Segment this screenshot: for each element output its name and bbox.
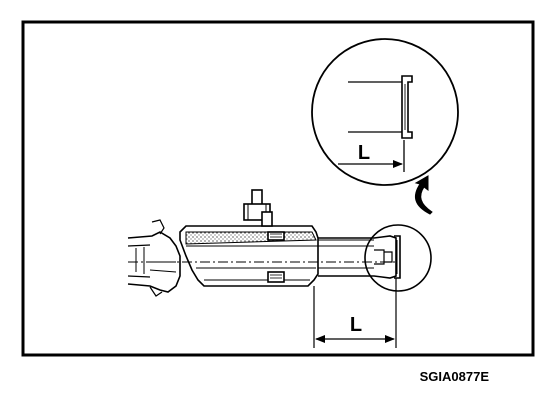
dimension-label-detail: L xyxy=(358,142,370,164)
top-bolt xyxy=(243,189,285,241)
detail-marker-circle xyxy=(364,224,432,292)
figure-code: SGIA0877E xyxy=(420,369,490,384)
inner-shaft xyxy=(318,235,397,279)
detail-circle xyxy=(311,38,459,186)
detail-view: L xyxy=(311,38,459,186)
end-plate xyxy=(394,235,401,279)
left-yoke xyxy=(127,219,181,297)
outer-tube xyxy=(179,225,319,287)
figure-frame xyxy=(21,20,535,357)
bottom-seal xyxy=(267,271,285,283)
main-dimension xyxy=(313,278,397,348)
dimension-label-main: L xyxy=(350,314,362,336)
shaft-assembly xyxy=(127,189,401,297)
detail-pointer-arrow xyxy=(414,175,433,215)
